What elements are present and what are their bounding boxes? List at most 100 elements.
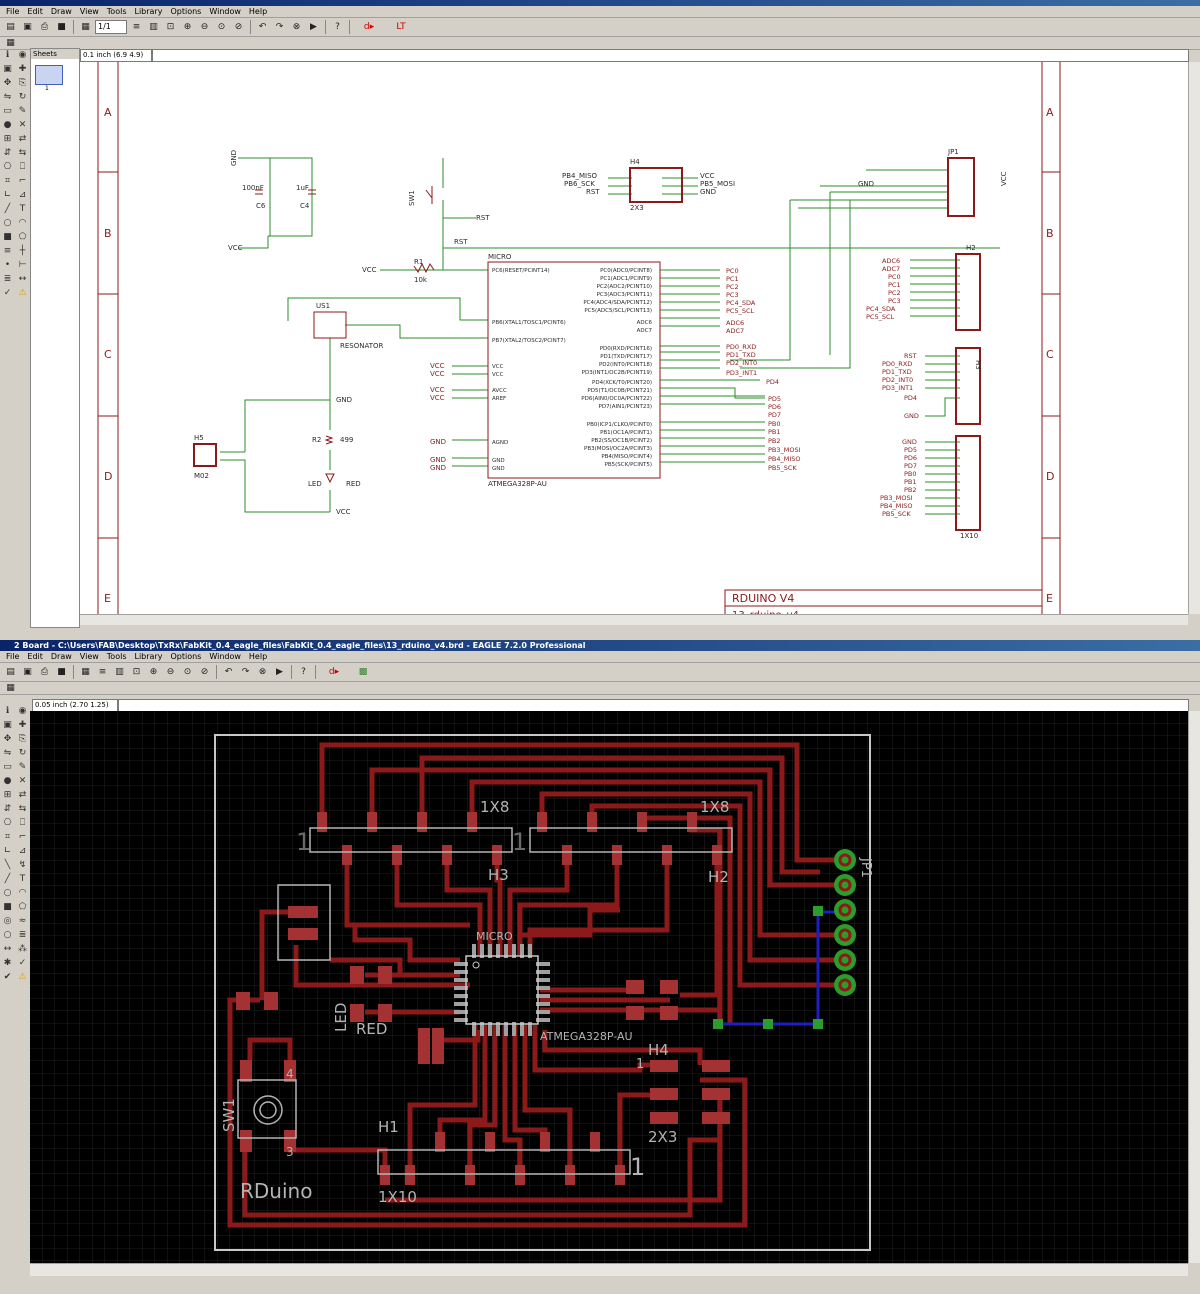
name-icon[interactable]: ⎔ [3,818,12,828]
via-icon[interactable]: ◎ [3,916,12,926]
go-icon[interactable]: ▶ [276,667,283,677]
net-icon[interactable]: ┼ [19,246,26,256]
board-vertical-scrollbar[interactable] [1188,711,1200,1263]
value-icon[interactable]: ⎕ [19,162,26,172]
hole-icon[interactable]: ○ [3,930,12,940]
schematic-canvas[interactable]: A B C D E A B C D E RDUINO V4 13_rduino_… [80,62,1188,614]
dimension-icon[interactable]: ↔ [18,274,27,284]
group-icon[interactable]: ▭ [3,762,12,772]
menu-help[interactable]: Help [248,652,268,661]
route-icon[interactable]: ╲ [4,860,11,870]
menu-draw[interactable]: Draw [50,652,72,661]
open-icon[interactable]: ▤ [6,667,15,677]
zoom-select-icon[interactable]: ⊘ [234,22,243,32]
junction-icon[interactable]: • [4,260,11,270]
zoom-redraw-icon[interactable]: ⊙ [183,667,192,677]
erc-icon[interactable]: ✓ [18,958,27,968]
board-horizontal-scrollbar[interactable] [30,1263,1188,1276]
bus-icon[interactable]: ≡ [3,246,12,256]
copy-icon[interactable]: ⎘ [18,78,27,88]
display-icon[interactable]: ▣ [3,720,12,730]
mark-icon[interactable]: ✚ [18,720,27,730]
info-icon[interactable]: ℹ [5,50,10,60]
label-icon[interactable]: ⊢ [18,260,27,270]
group-icon[interactable]: ▭ [3,106,12,116]
mirror-icon[interactable]: ⇋ [3,92,12,102]
undo-icon[interactable]: ↶ [224,667,233,677]
add-icon[interactable]: ⊞ [3,790,12,800]
circle-icon[interactable]: ○ [3,218,12,228]
schematic-command-line[interactable] [152,49,1189,62]
print-icon[interactable]: ⎙ [40,22,49,32]
polygon-icon[interactable]: ⬠ [18,902,27,912]
miter-icon[interactable]: ⌐ [18,832,27,842]
value-icon[interactable]: ⎕ [19,818,26,828]
smash-icon[interactable]: ⌗ [4,176,11,186]
zoom-out-icon[interactable]: ⊖ [166,667,175,677]
script-icon[interactable]: ≡ [132,22,141,32]
wire-icon[interactable]: ╱ [4,874,11,884]
wire-icon[interactable]: ╱ [4,204,11,214]
schematic-horizontal-scrollbar[interactable] [80,614,1188,625]
schematic-icon[interactable]: ▦ [81,667,90,677]
designlink-icon[interactable]: d▸ [363,22,375,32]
erc-icon[interactable]: ✓ [3,288,12,298]
arc-icon[interactable]: ◠ [18,218,27,228]
zoom-select-icon[interactable]: ⊘ [200,667,209,677]
drc-icon[interactable]: ✔ [3,972,12,982]
change-icon[interactable]: ✎ [18,106,27,116]
name-icon[interactable]: ⎔ [3,162,12,172]
invoke-icon[interactable]: ⊿ [18,190,27,200]
miter-icon[interactable]: ⌐ [18,176,27,186]
open-icon[interactable]: ▤ [6,22,15,32]
designlink-icon[interactable]: d▸ [328,667,340,677]
auto-icon[interactable]: ✱ [3,958,12,968]
move-icon[interactable]: ✥ [3,78,12,88]
print-icon[interactable]: ⎙ [40,667,49,677]
delete-icon[interactable]: ✕ [18,776,27,786]
replace-icon[interactable]: ⇵ [3,804,12,814]
zoom-in-icon[interactable]: ⊕ [183,22,192,32]
move-icon[interactable]: ✥ [3,734,12,744]
rect-icon[interactable]: ■ [3,902,12,912]
script-icon[interactable]: ≡ [98,667,107,677]
warning-icon[interactable]: ⚠ [18,288,27,298]
smash-icon[interactable]: ⌗ [4,832,11,842]
show-icon[interactable]: ◉ [18,50,27,60]
mark-icon[interactable]: ✚ [18,64,27,74]
text-icon[interactable]: T [19,874,26,884]
help-icon[interactable]: ? [301,667,306,677]
paste-icon[interactable]: ● [3,120,12,130]
board-icon[interactable]: ▦ [81,22,90,32]
split-icon[interactable]: ∟ [3,190,12,200]
paste-icon[interactable]: ● [3,776,12,786]
replace-icon[interactable]: ⇵ [3,148,12,158]
stop-icon[interactable]: ⊗ [258,667,267,677]
text-icon[interactable]: T [19,204,26,214]
show-icon[interactable]: ◉ [18,706,27,716]
attribute-icon[interactable]: ≣ [18,930,27,940]
menu-file[interactable]: File [6,652,20,661]
delete-icon[interactable]: ✕ [18,120,27,130]
zoom-fit-icon[interactable]: ⊡ [166,22,175,32]
stop-icon[interactable]: ⊗ [292,22,301,32]
menu-file[interactable]: File [6,7,20,16]
mirror-icon[interactable]: ⇋ [3,748,12,758]
menu-edit[interactable]: Edit [27,7,43,16]
split-icon[interactable]: ∟ [3,846,12,856]
circle-icon[interactable]: ○ [3,888,12,898]
schematic-vertical-scrollbar[interactable] [1188,62,1200,614]
menu-help[interactable]: Help [248,7,268,16]
ratsnest-icon[interactable]: ⁂ [18,944,27,954]
signal-icon[interactable]: ≈ [18,916,27,926]
menu-options[interactable]: Options [170,7,202,16]
sheet-selector[interactable]: 1/1 [95,20,127,34]
menu-library[interactable]: Library [134,7,163,16]
help-icon[interactable]: ? [335,22,340,32]
menu-tools[interactable]: Tools [106,7,127,16]
zoom-in-icon[interactable]: ⊕ [149,667,158,677]
redo-icon[interactable]: ↷ [275,22,284,32]
menu-view[interactable]: View [79,652,99,661]
zoom-out-icon[interactable]: ⊖ [200,22,209,32]
change-icon[interactable]: ✎ [18,762,27,772]
